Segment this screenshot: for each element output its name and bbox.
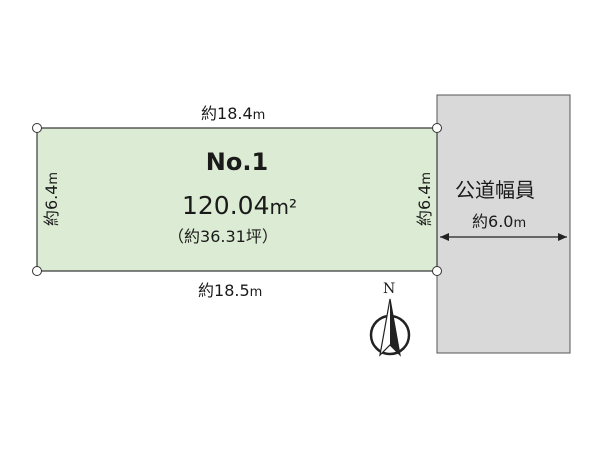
dimension-left: 約6.4m bbox=[42, 171, 61, 227]
lot-area: 120.04m² bbox=[182, 191, 297, 220]
dimension-top: 約18.4m bbox=[201, 104, 266, 123]
compass-north-label: N bbox=[383, 281, 396, 297]
road-label: 公道幅員 bbox=[455, 178, 535, 202]
lot-corner-marker bbox=[432, 266, 442, 276]
road-width-arrow bbox=[440, 233, 567, 241]
lot-area-tsubo: （約36.31坪） bbox=[168, 227, 278, 246]
lot-corner-marker bbox=[32, 123, 42, 133]
dimension-bottom: 約18.5m bbox=[198, 281, 263, 300]
lot-corner-marker bbox=[32, 266, 42, 276]
lot-corner-marker bbox=[432, 123, 442, 133]
road-width: 約6.0m bbox=[472, 212, 527, 231]
north-arrow-icon bbox=[369, 298, 411, 357]
dimension-right: 約6.4m bbox=[415, 171, 434, 227]
public-road bbox=[436, 94, 571, 354]
